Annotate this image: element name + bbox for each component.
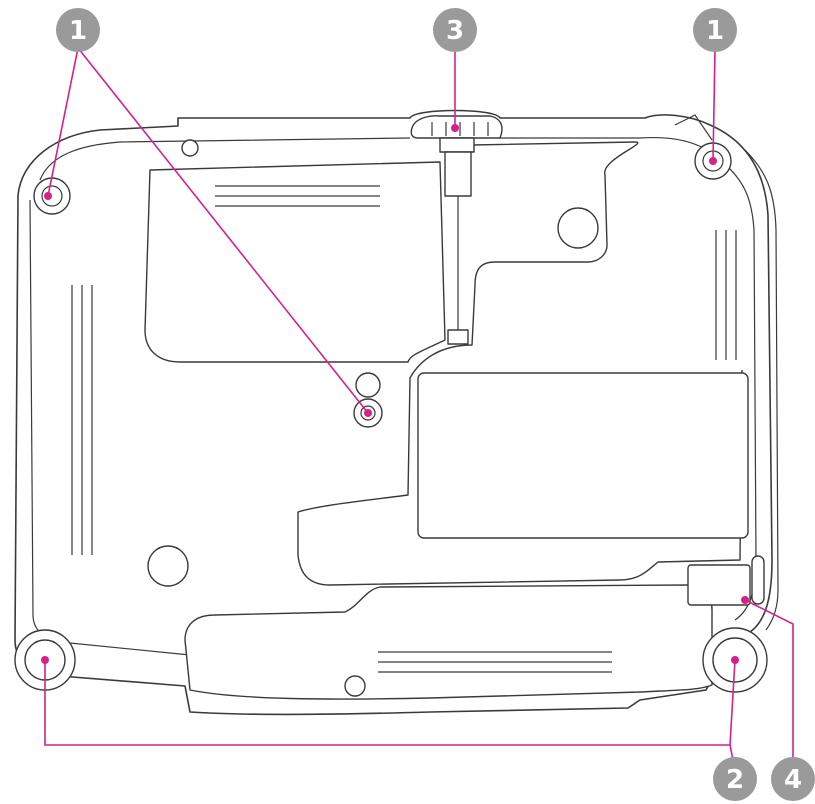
- leader-line-1a-left: [47, 47, 79, 197]
- upper-left-panel: [144, 161, 446, 363]
- security-slot: [687, 564, 751, 606]
- security-cable-bar: [751, 555, 765, 605]
- screw-hole: [181, 139, 199, 157]
- callout-1-right: 1: [693, 8, 737, 52]
- mount-bracket: [674, 114, 713, 141]
- callout-1-left: 1: [56, 8, 100, 52]
- leader-dot: [451, 124, 459, 132]
- leader-line-1a-right: [77, 47, 369, 414]
- leader-dot: [709, 157, 717, 165]
- round-vent: [147, 545, 189, 587]
- lever-stem: [439, 137, 475, 153]
- mount-foot-inner: [41, 185, 63, 207]
- callout-label: 1: [69, 16, 87, 46]
- ceiling-mount-hole-inner: [360, 405, 376, 421]
- leader-line-4: [744, 599, 794, 770]
- callout-3: 3: [433, 8, 477, 52]
- callout-label: 3: [446, 16, 464, 46]
- leader-dot: [44, 192, 52, 200]
- screw-hole: [344, 675, 366, 697]
- body-right-lip: [744, 149, 779, 631]
- callout-label: 4: [784, 765, 802, 795]
- leader-dot: [731, 656, 739, 664]
- leader-line-1b: [712, 49, 716, 162]
- screw-hole: [355, 372, 381, 398]
- leader-dot: [364, 409, 372, 417]
- lower-cover: [184, 584, 713, 700]
- lever-clip: [447, 329, 469, 345]
- callout-4: 4: [771, 757, 815, 801]
- callout-label: 1: [706, 16, 724, 46]
- round-vent: [557, 207, 599, 249]
- label-panel: [417, 372, 749, 539]
- leader-dot: [741, 596, 749, 604]
- leader-dot: [41, 656, 49, 664]
- lever-slider: [444, 151, 472, 197]
- callout-2: 2: [713, 757, 757, 801]
- callout-label: 2: [726, 765, 744, 795]
